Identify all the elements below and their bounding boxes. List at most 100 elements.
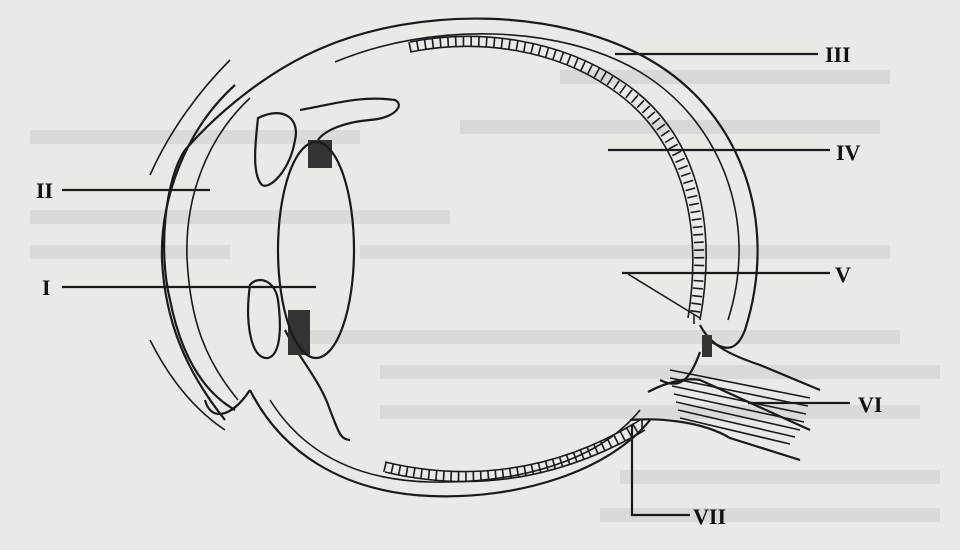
photoreceptor-cell	[675, 157, 685, 164]
photoreceptor-cell	[630, 94, 639, 104]
photoreceptor-cell	[668, 143, 678, 150]
photoreceptor-cell	[586, 64, 594, 75]
photoreceptor-cell	[420, 468, 423, 479]
photoreceptor-cell	[687, 194, 698, 199]
photoreceptor-cell	[552, 49, 557, 60]
photoreceptor-cell	[551, 458, 557, 470]
photoreceptor-cell	[693, 279, 704, 282]
photoreceptor-cell	[530, 43, 535, 54]
photoreceptor-cell	[439, 37, 442, 48]
bleed-through-texture	[30, 70, 940, 522]
photoreceptor-cell	[412, 467, 416, 478]
photoreceptor-cell	[516, 467, 520, 478]
photoreceptor-cell	[606, 76, 614, 86]
photoreceptor-cell	[651, 117, 661, 125]
photoreceptor-cell	[641, 105, 651, 114]
photoreceptor-cell	[692, 294, 703, 298]
photoreceptor-cell	[494, 470, 497, 481]
label-VII: VII	[693, 504, 726, 529]
photoreceptor-cell	[572, 452, 578, 463]
optic-nerve	[629, 324, 821, 462]
photoreceptor-cell	[544, 47, 550, 58]
photoreceptor-cell	[688, 202, 700, 206]
iris-upper	[254, 112, 298, 187]
label-VI: VI	[858, 392, 882, 417]
iris-lower	[247, 278, 281, 360]
photoreceptor-cell	[515, 40, 519, 51]
photoreceptor-cell	[427, 469, 431, 480]
photoreceptor-cell	[579, 449, 585, 460]
photoreceptor-cell	[632, 424, 639, 434]
photoreceptor-cell	[530, 464, 535, 475]
photoreceptor-cell	[565, 454, 571, 465]
photoreceptor-cell	[660, 129, 670, 137]
cornea-inner	[186, 97, 251, 401]
photoreceptor-cell	[683, 179, 694, 185]
photoreceptor-cell	[559, 52, 565, 63]
photoreceptor-cell	[693, 233, 704, 236]
photoreceptor-cell	[671, 150, 682, 157]
photoreceptor-cell	[690, 309, 701, 313]
suspensory-ligament-upper	[308, 140, 332, 168]
photoreceptor-cell	[693, 241, 704, 244]
label-V: V	[835, 262, 851, 287]
photoreceptor-cell	[685, 187, 696, 192]
photoreceptor-cell	[405, 466, 409, 477]
photoreceptor-cell	[586, 446, 592, 457]
photoreceptor-cell	[501, 469, 505, 480]
photoreceptor-cell	[487, 470, 490, 481]
photoreceptor-cell	[485, 36, 488, 48]
photoreceptor-cell	[599, 441, 606, 451]
photoreceptor-cell	[493, 37, 496, 48]
photoreceptor-cell	[646, 111, 656, 120]
photoreceptor-cell	[593, 68, 600, 78]
photoreceptor-cell	[397, 465, 402, 476]
cornea	[160, 84, 236, 421]
photoreceptor-cell	[606, 437, 613, 448]
retina	[383, 35, 707, 483]
photoreceptor-cell	[600, 71, 607, 82]
photoreceptor-cell	[442, 470, 445, 481]
photoreceptor-cell	[558, 456, 564, 467]
photoreceptor-cell	[625, 89, 633, 99]
photoreceptor-cell	[664, 136, 675, 144]
photoreceptor-cell	[508, 468, 512, 479]
photoreceptor-cell	[566, 54, 572, 65]
photoreceptor-cell	[580, 61, 586, 71]
photoreceptor-cell	[423, 39, 427, 50]
photoreceptor-cell	[537, 462, 542, 473]
photoreceptor-cell	[537, 45, 542, 56]
photoreceptor-cell	[613, 434, 620, 445]
photoreceptor-cell	[626, 427, 633, 438]
photoreceptor-cell	[500, 38, 504, 49]
photoreceptor-cell	[613, 80, 620, 90]
label-IV: IV	[836, 140, 861, 165]
conjunctiva	[149, 59, 231, 431]
leader-line-VII	[630, 425, 690, 517]
photoreceptor-cell	[383, 461, 387, 473]
photoreceptor-cell	[447, 36, 450, 48]
label-I: I	[42, 275, 51, 300]
photoreceptor-cell	[619, 84, 627, 94]
label-II: II	[36, 178, 53, 203]
photoreceptor-cell	[522, 41, 527, 53]
photoreceptor-cell	[690, 210, 701, 214]
photoreceptor-cell	[691, 302, 702, 306]
photoreceptor-cells-upper	[408, 36, 705, 324]
photoreceptor-cell	[431, 38, 435, 49]
photoreceptor-cell	[573, 57, 579, 68]
photoreceptor-cell	[656, 123, 666, 131]
photoreceptor-cell	[479, 471, 482, 482]
photoreceptor-cells-lower	[383, 420, 643, 482]
photoreceptor-cell	[619, 431, 626, 441]
photoreceptor-cell	[691, 217, 702, 221]
photoreceptor-cell	[692, 287, 703, 290]
photoreceptor-cell	[508, 39, 511, 50]
photoreceptor-cell	[523, 465, 527, 476]
photoreceptor-cell	[544, 460, 549, 472]
photoreceptor-cell	[390, 463, 395, 474]
suspensory-ligament-lower	[288, 310, 310, 355]
photoreceptor-cell	[692, 225, 703, 229]
